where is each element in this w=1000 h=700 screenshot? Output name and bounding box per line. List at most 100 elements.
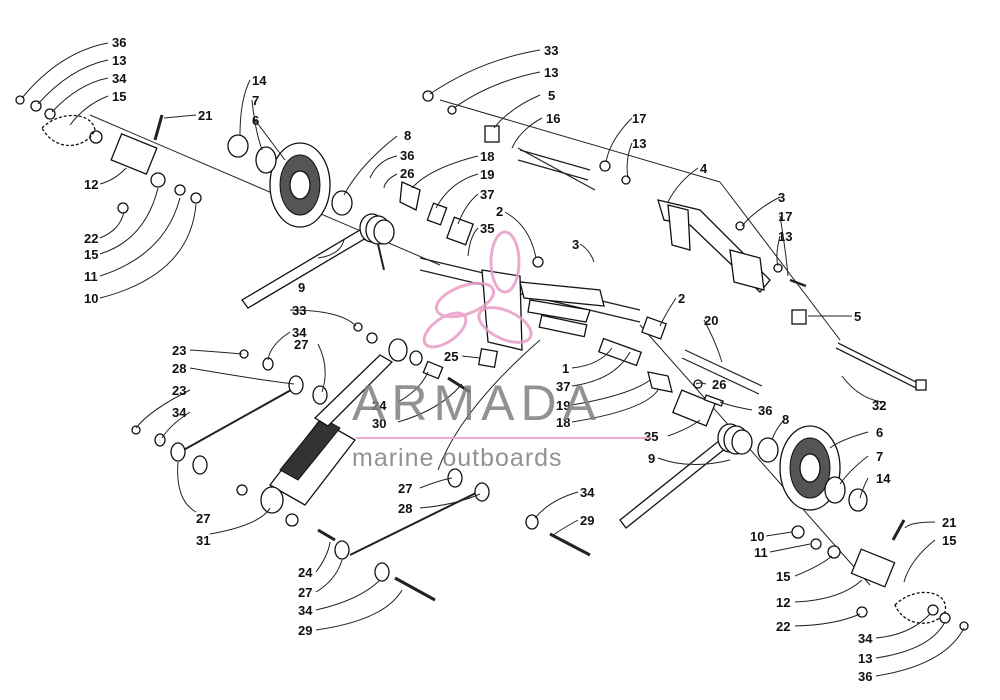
callout-ml27: 27 (294, 337, 308, 352)
callout-tl36: 36 (112, 35, 126, 50)
callout-mr2: 2 (678, 291, 685, 306)
callout-mr36: 36 (758, 403, 772, 418)
callout-ml23b: 23 (172, 383, 186, 398)
link-rod-28-center (317, 468, 591, 602)
callout-tl15a: 15 (112, 89, 126, 104)
callout-tl13: 13 (112, 53, 126, 68)
rod-20 (681, 349, 763, 395)
pivot-blocks-right (647, 371, 724, 427)
torsion-spring-left (359, 213, 395, 271)
callout-ml34b: 34 (172, 405, 187, 420)
brand-logo-icon (422, 230, 533, 349)
callout-bl27: 27 (298, 585, 312, 600)
callout-tl15b: 15 (84, 247, 98, 262)
callout-br15b: 15 (942, 533, 956, 548)
leader-lines (21, 42, 965, 677)
callout-br34: 34 (858, 631, 873, 646)
callout-br15a: 15 (776, 569, 790, 584)
callout-tl34: 34 (112, 71, 127, 86)
callout-tr13a: 13 (544, 65, 558, 80)
callout-mr20: 20 (704, 313, 718, 328)
callout-br14: 14 (876, 471, 891, 486)
callout-mc1: 1 (562, 361, 569, 376)
callout-tc19: 19 (480, 167, 494, 182)
spring-arm-left (241, 213, 395, 309)
callout-tr13b: 13 (632, 136, 646, 151)
callout-mr35: 35 (644, 429, 658, 444)
axle-end-block-right (791, 519, 969, 631)
rod-16 (517, 147, 596, 191)
callout-mc37: 37 (556, 379, 570, 394)
spring-arm-right (619, 423, 753, 529)
callout-tr13c: 13 (778, 229, 792, 244)
torsion-spring-right (717, 423, 753, 455)
suspension-arm-4 (599, 160, 807, 325)
callout-tc2: 2 (496, 204, 503, 219)
callout-tr33: 33 (544, 43, 558, 58)
callout-mc24: 24 (372, 398, 387, 413)
long-through-bolt-32 (835, 342, 927, 391)
callout-tc8: 8 (404, 128, 411, 143)
callout-tc35: 35 (480, 221, 494, 236)
callout-tc26: 26 (400, 166, 414, 181)
callout-tl6: 6 (252, 113, 259, 128)
callout-mr9: 9 (648, 451, 655, 466)
callout-tr17a: 17 (632, 111, 646, 126)
callout-tc18: 18 (480, 149, 494, 164)
callout-ml28: 28 (172, 361, 186, 376)
callout-mr32: 32 (872, 398, 886, 413)
idler-wheel-right (757, 425, 868, 512)
callout-numbers: 36 13 34 15 21 14 7 6 12 22 15 11 10 8 3… (84, 35, 956, 684)
link-rod-28-left (131, 349, 328, 475)
callout-tr17b: 17 (778, 209, 792, 224)
pivot-blocks-upper (399, 181, 544, 268)
callout-tl10: 10 (84, 291, 98, 306)
shock-mount-bolts (409, 350, 471, 394)
shock-absorber-31 (236, 322, 408, 527)
callout-br13: 13 (858, 651, 872, 666)
axis-line-upper (439, 99, 841, 341)
callout-bc27: 27 (398, 481, 412, 496)
callout-ml23a: 23 (172, 343, 186, 358)
callout-ml27b: 27 (196, 511, 210, 526)
callout-bl34: 34 (298, 603, 313, 618)
callout-ml34: 34 (292, 325, 307, 340)
brand-watermark: ARMADA marine outboards (352, 230, 650, 472)
callout-mr8: 8 (782, 412, 789, 427)
callout-tr16: 16 (546, 111, 560, 126)
callout-tl12: 12 (84, 177, 98, 192)
callout-ml33: 33 (292, 303, 306, 318)
callout-tr3: 3 (778, 190, 785, 205)
callout-br21: 21 (942, 515, 956, 530)
callout-tc36: 36 (400, 148, 414, 163)
callout-tl14: 14 (252, 73, 267, 88)
callout-br22: 22 (776, 619, 790, 634)
watermark-brand: ARMADA (352, 375, 602, 431)
idler-wheel-left (227, 134, 331, 228)
axle-end-block-left (15, 95, 202, 214)
upper-bolt-hardware (422, 90, 500, 143)
callout-tc9: 9 (298, 280, 305, 295)
callout-mc18: 18 (556, 415, 570, 430)
callout-bc34: 34 (580, 485, 595, 500)
upper-rear-shaft (517, 149, 591, 181)
callout-mc25: 25 (444, 349, 458, 364)
callout-ml31: 31 (196, 533, 210, 548)
callout-tr5a: 5 (548, 88, 555, 103)
snap-ring-left (331, 190, 353, 216)
callout-bc29: 29 (580, 513, 594, 528)
callout-br10: 10 (750, 529, 764, 544)
callout-br6: 6 (876, 425, 883, 440)
callout-br7: 7 (876, 449, 883, 464)
callout-tl11: 11 (84, 269, 98, 284)
callout-br36: 36 (858, 669, 872, 684)
callout-mr26: 26 (712, 377, 726, 392)
callout-tl21: 21 (198, 108, 212, 123)
callout-tl7: 7 (252, 93, 259, 108)
center-bracket (477, 269, 667, 369)
callout-tc37: 37 (480, 187, 494, 202)
callout-br11: 11 (754, 545, 768, 560)
callout-br12: 12 (776, 595, 790, 610)
callout-tl22: 22 (84, 231, 98, 246)
